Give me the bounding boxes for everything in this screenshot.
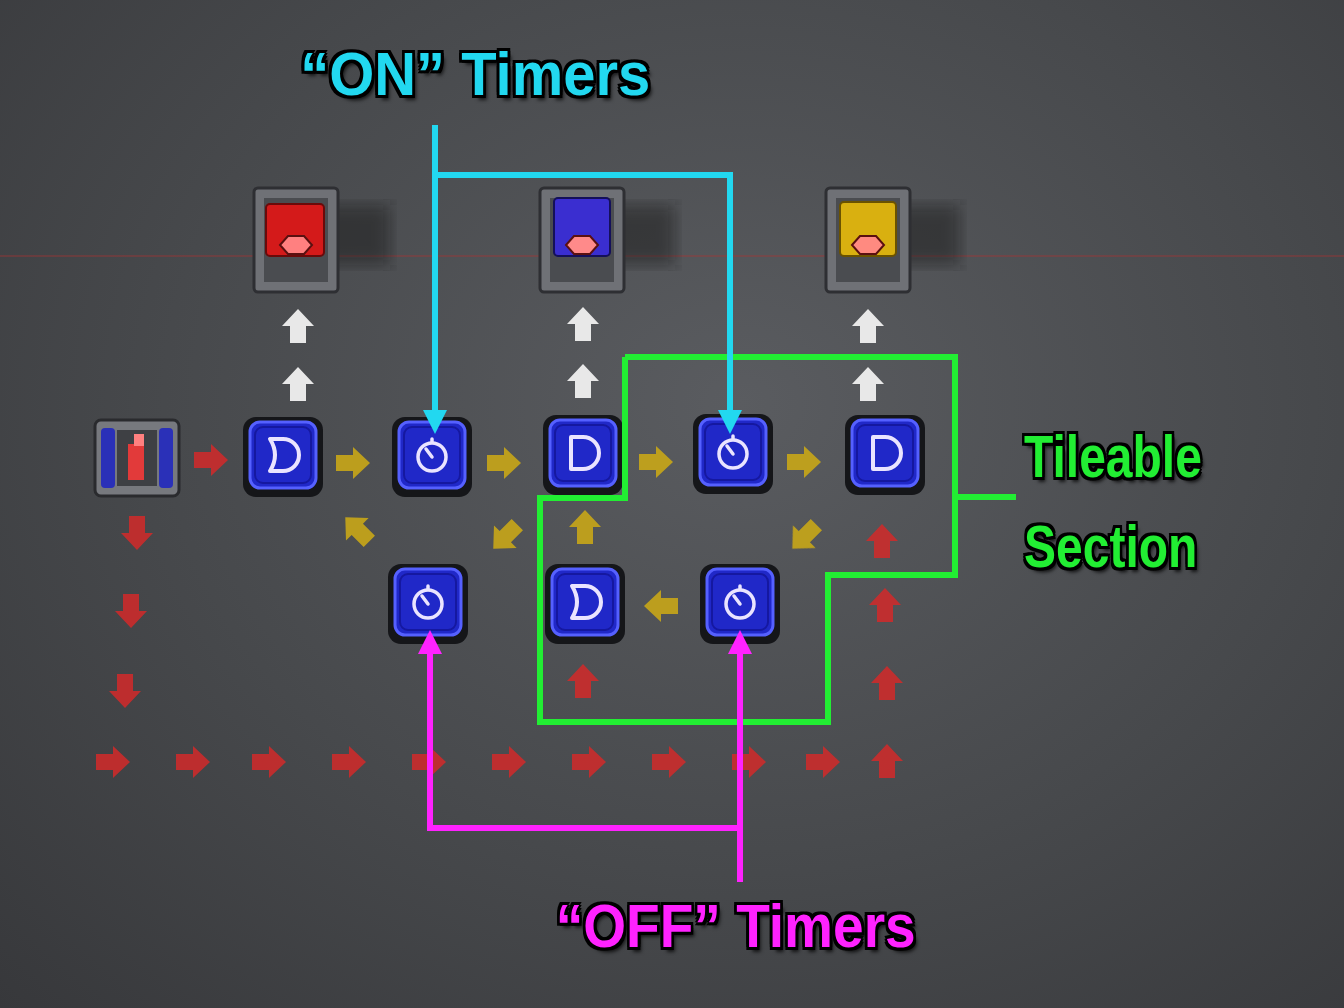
off-leader (430, 650, 740, 882)
yellow-arrow (644, 590, 678, 622)
white-arrow (852, 367, 884, 401)
white-arrow (282, 309, 314, 343)
yellow-lamp (826, 188, 910, 292)
on-timers-callout: “ON” Timers (300, 40, 650, 108)
white-arrow (852, 309, 884, 343)
gate-block (243, 417, 323, 497)
red-arrow (492, 746, 526, 778)
yellow-arrow (336, 447, 370, 479)
yellow-arrow (482, 513, 529, 560)
red-arrow (806, 746, 840, 778)
red-arrow (96, 746, 130, 778)
red-arrow (652, 746, 686, 778)
yellow-arrow (569, 510, 601, 544)
leader-arrowhead (728, 630, 752, 654)
gate-block (845, 415, 925, 495)
red-arrow (332, 746, 366, 778)
white-arrow (567, 364, 599, 398)
timer-block (392, 417, 472, 497)
white-arrow (282, 367, 314, 401)
red-arrow (176, 746, 210, 778)
red-arrow (572, 746, 606, 778)
section-outline (540, 357, 955, 722)
red-arrow (109, 674, 141, 708)
timer-block (388, 564, 468, 644)
red-arrow (121, 516, 153, 550)
leader-line (955, 494, 1016, 500)
white-arrow (567, 307, 599, 341)
red-arrow (567, 664, 599, 698)
signal-arrows (96, 444, 903, 778)
red-arrow (871, 666, 903, 700)
blue-lamp (540, 188, 624, 292)
leader-arrowhead (423, 410, 447, 434)
yellow-arrow (487, 447, 521, 479)
on-leader (435, 125, 730, 414)
yellow-arrow (787, 446, 821, 478)
gate-block (543, 415, 623, 495)
leader-arrowhead (718, 410, 742, 434)
red-arrow (869, 588, 901, 622)
yellow-arrow (639, 446, 673, 478)
red-arrow (866, 524, 898, 558)
gate-block (545, 564, 625, 644)
tileable-section-callout: Tileable Section (1024, 412, 1250, 592)
red-arrow (115, 594, 147, 628)
input-switch (95, 420, 179, 496)
leader-arrowhead (418, 630, 442, 654)
red-arrow (252, 746, 286, 778)
yellow-arrow (781, 513, 828, 560)
red-arrow (871, 744, 903, 778)
red-arrow (194, 444, 228, 476)
red-lamp (254, 188, 338, 292)
off-timers-callout: “OFF” Timers (556, 892, 916, 960)
yellow-arrow (334, 506, 381, 553)
